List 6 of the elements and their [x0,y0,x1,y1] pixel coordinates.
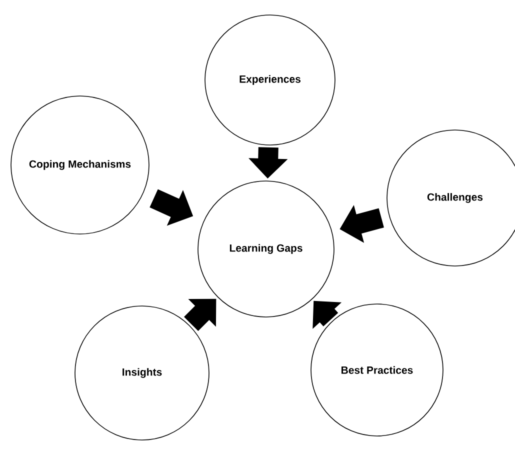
circle-node: Coping Mechanisms [10,96,150,234]
circle-node: Insights [74,306,210,440]
circle-node: Experiences [204,14,336,146]
block-arrow [184,298,216,331]
circle-node: Best Practices [310,304,444,436]
circle-node: Learning Gaps [198,180,334,318]
